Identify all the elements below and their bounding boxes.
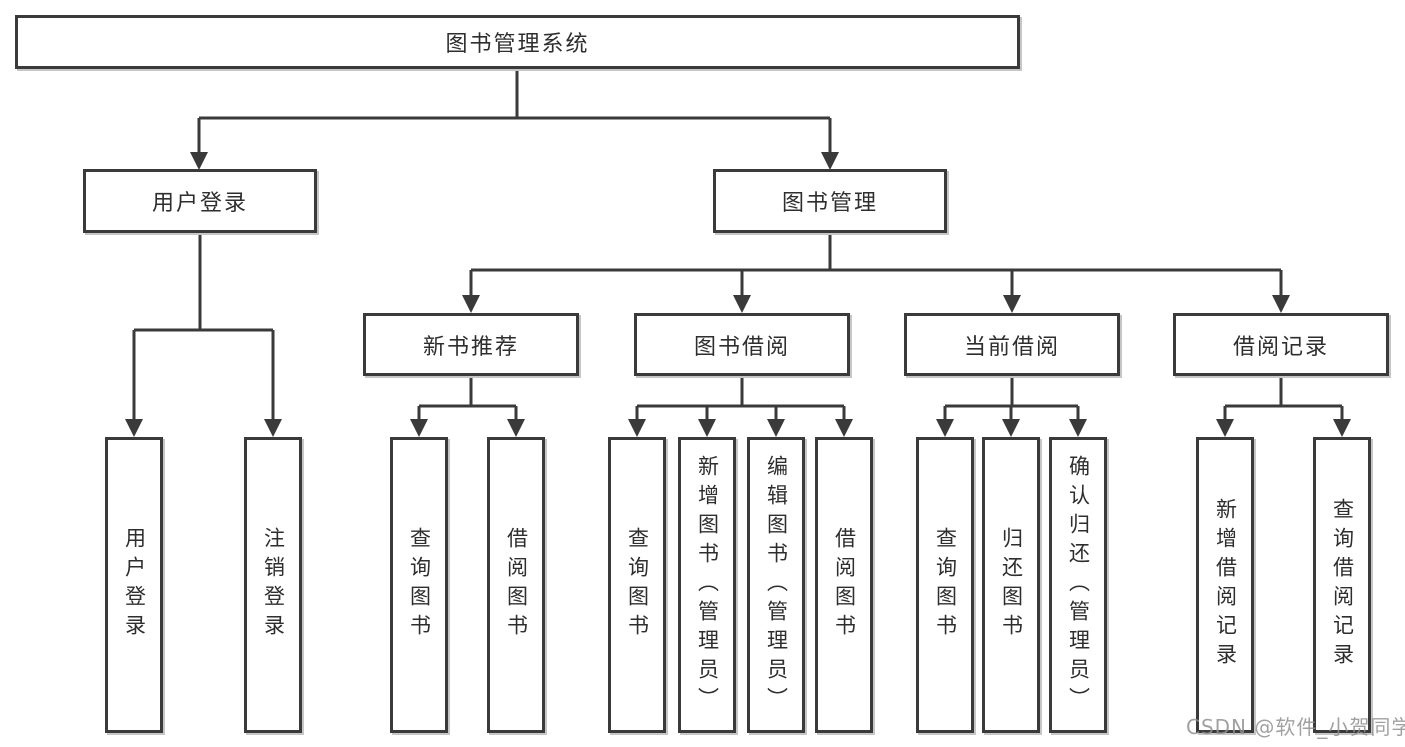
node-borrow-record: 借阅记录 bbox=[1173, 313, 1389, 376]
connector-borrowrecord-to-leaves bbox=[1223, 376, 1344, 421]
arrowhead-icon bbox=[410, 419, 428, 437]
arrowhead-icon bbox=[821, 152, 839, 170]
leaf-label: 借阅图书 bbox=[504, 527, 529, 643]
leaf-borrow-query-book: 查询图书 bbox=[608, 437, 666, 733]
leaf-label: 查询图书 bbox=[625, 527, 650, 643]
leaf-label: 归还图书 bbox=[999, 527, 1024, 643]
arrowhead-icon bbox=[1333, 419, 1351, 437]
leaf-current-confirm-return: 确认归还（管理员） bbox=[1049, 437, 1107, 733]
connector-bookmgmt-to-level3 bbox=[469, 233, 1283, 297]
arrowhead-icon bbox=[190, 152, 208, 170]
leaf-label: 查询图书 bbox=[407, 527, 432, 643]
node-user-login: 用户登录 bbox=[83, 169, 317, 233]
node-root: 图书管理系统 bbox=[15, 15, 1020, 69]
arrowhead-icon bbox=[628, 419, 646, 437]
leaf-label: 注销登录 bbox=[261, 527, 286, 643]
arrowhead-icon bbox=[264, 419, 282, 437]
arrowheads bbox=[125, 152, 1351, 437]
arrowhead-icon bbox=[125, 419, 143, 437]
leaf-label: 确认归还（管理员） bbox=[1066, 454, 1091, 716]
leaf-label: 新增借阅记录 bbox=[1213, 498, 1238, 672]
node-book-borrow: 图书借阅 bbox=[634, 313, 850, 376]
connector-newbookrec-to-leaves bbox=[417, 376, 518, 421]
watermark-text: CSDN @软件_小贺同学 bbox=[1186, 715, 1405, 739]
arrowhead-icon bbox=[462, 295, 480, 313]
arrowhead-icon bbox=[936, 419, 954, 437]
arrowhead-icon bbox=[835, 419, 853, 437]
node-current-borrow: 当前借阅 bbox=[904, 313, 1120, 376]
leaf-logout-login: 注销登录 bbox=[244, 437, 302, 733]
arrowhead-icon bbox=[767, 419, 785, 437]
leaf-label: 用户登录 bbox=[122, 527, 147, 643]
connector-bookborrow-to-leaves bbox=[635, 376, 846, 421]
leaf-newbook-query-book: 查询图书 bbox=[390, 437, 448, 733]
leaf-current-query-book: 查询图书 bbox=[916, 437, 974, 733]
leaf-user-login: 用户登录 bbox=[105, 437, 163, 733]
leaf-newbook-borrow-book: 借阅图书 bbox=[487, 437, 545, 733]
leaf-label: 编辑图书（管理员） bbox=[764, 454, 789, 716]
connector-currentborrow-to-leaves bbox=[943, 376, 1080, 421]
arrowhead-icon bbox=[1069, 419, 1087, 437]
leaf-current-return-book: 归还图书 bbox=[982, 437, 1040, 733]
arrowhead-icon bbox=[507, 419, 525, 437]
connector-userlogin-to-leaves bbox=[132, 233, 275, 421]
leaf-record-add-record: 新增借阅记录 bbox=[1196, 437, 1254, 733]
leaf-label: 查询借阅记录 bbox=[1330, 498, 1355, 672]
leaf-borrow-edit-book: 编辑图书（管理员） bbox=[747, 437, 805, 733]
leaf-label: 查询图书 bbox=[933, 527, 958, 643]
node-new-book-recommend: 新书推荐 bbox=[363, 313, 579, 376]
arrowhead-icon bbox=[1272, 295, 1290, 313]
leaf-label: 新增图书（管理员） bbox=[695, 454, 720, 716]
leaf-record-query-record: 查询借阅记录 bbox=[1313, 437, 1371, 733]
connector-root-to-level2 bbox=[197, 69, 832, 153]
arrowhead-icon bbox=[1002, 419, 1020, 437]
leaf-label: 借阅图书 bbox=[832, 527, 857, 643]
node-book-management: 图书管理 bbox=[713, 169, 947, 233]
arrowhead-icon bbox=[1216, 419, 1234, 437]
arrowhead-icon bbox=[1003, 295, 1021, 313]
leaf-borrow-borrow-book: 借阅图书 bbox=[815, 437, 873, 733]
leaf-borrow-add-book: 新增图书（管理员） bbox=[678, 437, 736, 733]
arrowhead-icon bbox=[733, 295, 751, 313]
arrowhead-icon bbox=[698, 419, 716, 437]
